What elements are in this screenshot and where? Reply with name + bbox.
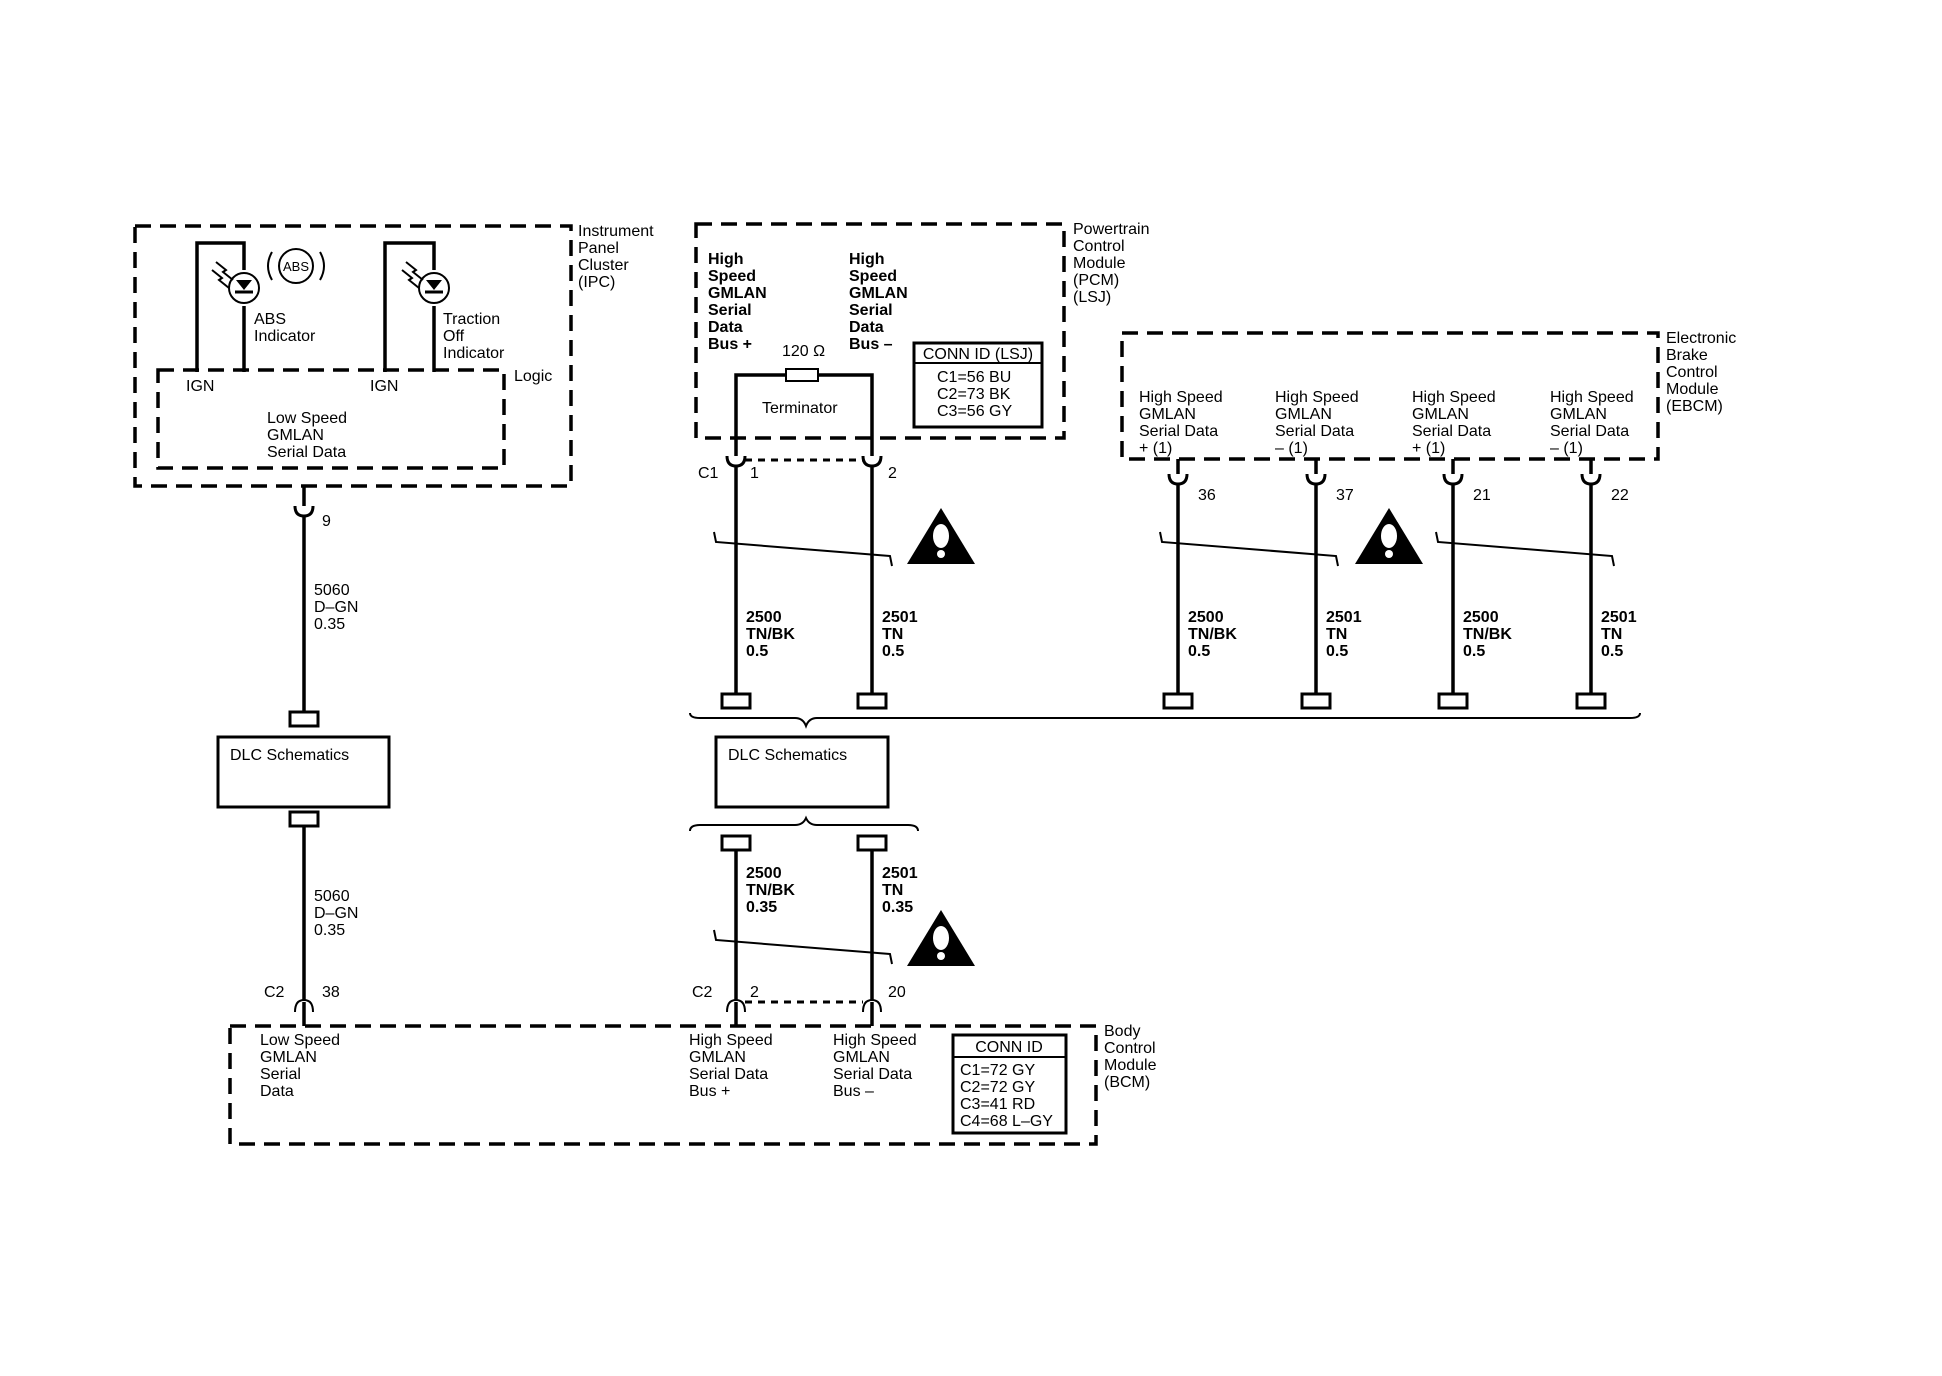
svg-text:C2=73 BK: C2=73 BK	[937, 386, 1011, 403]
upper-bus-brace	[689, 712, 1641, 729]
bcm-twisted-pair-marker	[713, 929, 893, 965]
wire-2501-bcm-label: 2501 TN 0.35	[882, 865, 922, 916]
ipc-low-speed-circuit: 9 5060 D–GN 0.35 5060 D–GN 0.35	[288, 486, 363, 1000]
ebcm-bus-circuit: 36 37 21 22 2500 TN/BK 0.5 2501 TN 0.5 2…	[1159, 459, 1641, 710]
svg-text:C2=72 GY: C2=72 GY	[960, 1079, 1035, 1096]
bcm-pin-38-number: 38	[322, 984, 340, 1001]
wire-2501-ebcm-22-label: 2501 TN 0.5	[1601, 609, 1641, 660]
bcm-conn-id-table: CONN ID C1=72 GY C2=72 GY C3=41 RD C4=68…	[951, 1033, 1068, 1135]
terminator-label: Terminator	[762, 400, 838, 417]
wire-2501-ebcm-37-label: 2501 TN 0.5	[1326, 609, 1366, 660]
ebcm-pin-21-icon	[1442, 472, 1464, 486]
svg-text:ABS: ABS	[283, 259, 309, 274]
svg-text:C1=72 GY: C1=72 GY	[960, 1062, 1035, 1079]
bcm-pin-2-icon	[726, 998, 746, 1013]
ebcm-terminal-21-label: High Speed GMLAN Serial Data + (1)	[1412, 389, 1500, 457]
ebcm-terminal-37-label: High Speed GMLAN Serial Data – (1)	[1275, 389, 1363, 457]
dlc-schematics-right[interactable]: DLC Schematics	[714, 735, 890, 809]
pcm-warning-icon[interactable]	[907, 508, 975, 564]
pcm-bus-plus-label: High Speed GMLAN Serial Data Bus +	[708, 251, 771, 353]
ebcm-pin-36-number: 36	[1198, 487, 1216, 504]
ebcm-pin-37-icon	[1305, 472, 1327, 486]
svg-text:C3=41 RD: C3=41 RD	[960, 1096, 1035, 1113]
wire-5060-lower-label: 5060 D–GN 0.35	[314, 888, 363, 939]
bcm-pin-20-icon	[862, 998, 882, 1013]
wire-2500-ebcm-36-label: 2500 TN/BK 0.5	[1188, 609, 1241, 660]
traction-off-indicator-label: Traction Off Indicator	[443, 311, 505, 362]
ebcm-module: Electronic Brake Control Module (EBCM) H…	[1120, 330, 1741, 461]
ipc-ign-right: IGN	[370, 378, 398, 395]
ebcm-warning-icon[interactable]	[1355, 508, 1423, 564]
wire-2501-pcm-label: 2501 TN 0.5	[882, 609, 922, 660]
ipc-pin-number: 9	[322, 513, 331, 530]
ebcm-pin-22-icon	[1580, 472, 1602, 486]
pcm-pin-1-number: 1	[750, 465, 759, 482]
bcm-pin-2-number: 2	[750, 984, 759, 1001]
ebcm-terminal-22-label: High Speed GMLAN Serial Data – (1)	[1550, 389, 1638, 457]
terminator-resistor-icon	[785, 368, 819, 382]
bcm-module: Body Control Module (BCM) Low Speed GMLA…	[228, 1023, 1161, 1146]
abs-indicator-lamp-icon	[211, 261, 260, 304]
pcm-conn-id-table: CONN ID (LSJ) C1=56 BU C2=73 BK C3=56 GY	[912, 341, 1044, 429]
pcm-module: Powertrain Control Module (PCM) (LSJ) Hi…	[694, 221, 1154, 440]
traction-off-lamp-icon	[401, 261, 450, 304]
bcm-high-plus-label: High Speed GMLAN Serial Data Bus +	[689, 1032, 777, 1100]
bcm-high-minus-label: High Speed GMLAN Serial Data Bus –	[833, 1032, 921, 1100]
svg-text:C1=56 BU: C1=56 BU	[937, 369, 1011, 386]
ebcm-pin-36-icon	[1167, 472, 1189, 486]
svg-text:CONN ID: CONN ID	[975, 1039, 1043, 1056]
pcm-bus-circuit: C1 1 2 2500 TN/BK 0.5 2501 TN 0.5	[698, 438, 975, 710]
ipc-module-name: Instrument Panel Cluster (IPC)	[578, 223, 658, 291]
ipc-ign-left: IGN	[186, 378, 214, 395]
ebcm-terminal-36-label: High Speed GMLAN Serial Data + (1)	[1139, 389, 1227, 457]
ebcm-pin-21-number: 21	[1473, 487, 1491, 504]
ebcm-module-name: Electronic Brake Control Module (EBCM)	[1666, 330, 1741, 415]
abs-indicator-label: ABS Indicator	[254, 311, 316, 345]
svg-text:C4=68 L–GY: C4=68 L–GY	[960, 1113, 1053, 1130]
terminator-resistor-value: 120 Ω	[782, 343, 825, 360]
bcm-pin-38-icon	[294, 998, 314, 1013]
dlc-schematics-right-label: DLC Schematics	[728, 747, 847, 764]
ipc-terminal-pin-icon	[293, 504, 315, 518]
svg-text:CONN ID (LSJ): CONN ID (LSJ)	[923, 346, 1033, 363]
pcm-twisted-pair-marker	[713, 531, 893, 567]
pcm-pin-2-icon	[861, 454, 883, 468]
pcm-module-name: Powertrain Control Module (PCM) (LSJ)	[1073, 221, 1154, 306]
ipc-function-label: Low Speed GMLAN Serial Data	[267, 410, 352, 461]
svg-text:C3=56 GY: C3=56 GY	[937, 403, 1012, 420]
wire-2500-bcm-label: 2500 TN/BK 0.35	[746, 865, 799, 916]
bcm-warning-icon[interactable]	[907, 910, 975, 966]
abs-symbol-icon: ABS	[267, 248, 325, 284]
bcm-connector-mid-label: C2	[692, 984, 713, 1001]
ebcm-twisted-pair-marker-2	[1435, 531, 1615, 567]
lower-bus-brace	[689, 815, 919, 832]
bcm-connector-left-label: C2	[264, 984, 285, 1001]
pcm-pin-2-number: 2	[888, 465, 897, 482]
pcm-bus-minus-label: High Speed GMLAN Serial Data Bus –	[849, 251, 912, 353]
ipc-logic-label: Logic	[514, 368, 552, 385]
bcm-low-speed-label: Low Speed GMLAN Serial Data	[260, 1032, 345, 1100]
wire-2500-ebcm-21-label: 2500 TN/BK 0.5	[1463, 609, 1516, 660]
ebcm-twisted-pair-marker-1	[1159, 531, 1339, 567]
bcm-high-speed-circuit: 2500 TN/BK 0.35 2501 TN 0.35	[713, 834, 975, 1000]
bcm-pins: C2 38 C2 2 20	[264, 984, 906, 1026]
pcm-pin-1-icon	[725, 454, 747, 468]
ebcm-pin-37-number: 37	[1336, 487, 1354, 504]
dlc-schematics-left-label: DLC Schematics	[230, 747, 349, 764]
pcm-connector-label: C1	[698, 465, 719, 482]
bcm-module-name: Body Control Module (BCM)	[1104, 1023, 1161, 1091]
bcm-pin-20-number: 20	[888, 984, 906, 1001]
ipc-module: Instrument Panel Cluster (IPC) Logic IGN…	[133, 223, 658, 488]
wire-2500-pcm-label: 2500 TN/BK 0.5	[746, 609, 799, 660]
dlc-schematics-left[interactable]: DLC Schematics	[216, 735, 391, 809]
ebcm-pin-22-number: 22	[1611, 487, 1629, 504]
wire-5060-upper-label: 5060 D–GN 0.35	[314, 582, 363, 633]
